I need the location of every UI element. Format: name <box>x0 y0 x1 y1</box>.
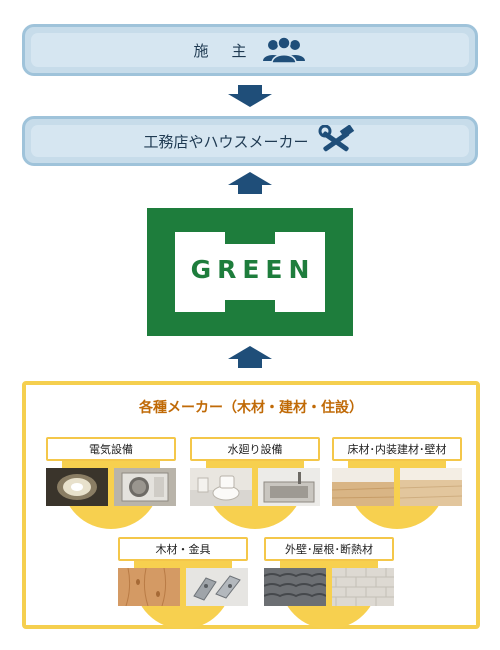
toilet-photo <box>190 468 252 506</box>
category-label: 外壁･屋根･断熱材 <box>285 543 373 556</box>
wood-counter-photo <box>332 468 394 506</box>
green-logo: GREEN <box>147 208 353 336</box>
lumber-photo <box>118 568 180 606</box>
category-interior-materials: 床材･内装建材･壁材 <box>332 437 462 529</box>
builder-label: 工務店やハウスメーカー <box>143 132 309 151</box>
arrow-down-owner-to-builder <box>228 85 272 107</box>
category-plumbing: 水廻り設備 <box>190 437 320 529</box>
owner-box: 施 主 <box>22 24 478 76</box>
arrow-up-makers-to-green <box>228 346 272 368</box>
people-group-icon <box>262 36 305 64</box>
brick-wall-photo <box>332 568 394 606</box>
arrow-up-green-to-builder <box>228 172 272 194</box>
category-electrical: 電気設備 <box>46 437 176 529</box>
category-label: 水廻り設備 <box>227 443 283 456</box>
metal-brackets-photo <box>186 568 248 606</box>
builder-box: 工務店やハウスメーカー <box>22 116 478 166</box>
category-label: 床材･内装建材･壁材 <box>347 443 447 456</box>
makers-panel: 各種メーカー（木材・建材・住設） 電気設備 水廻り設備 <box>22 381 480 629</box>
owner-label: 施 主 <box>193 41 251 60</box>
roof-tiles-photo <box>264 568 326 606</box>
ceiling-light-photo <box>46 468 108 506</box>
kitchen-sink-photo <box>258 468 320 506</box>
makers-title: 各種メーカー（木材・建材・住設） <box>139 400 363 416</box>
category-label: 電気設備 <box>89 443 133 456</box>
category-exterior-roof-insulation: 外壁･屋根･断熱材 <box>264 537 394 629</box>
hammer-wrench-icon <box>318 125 354 152</box>
category-lumber-hardware: 木材・金具 <box>118 537 248 629</box>
category-label: 木材・金具 <box>155 543 211 556</box>
air-conditioner-unit-photo <box>114 468 176 506</box>
wood-panel-photo <box>400 468 462 506</box>
green-logo-text: GREEN <box>190 255 316 284</box>
